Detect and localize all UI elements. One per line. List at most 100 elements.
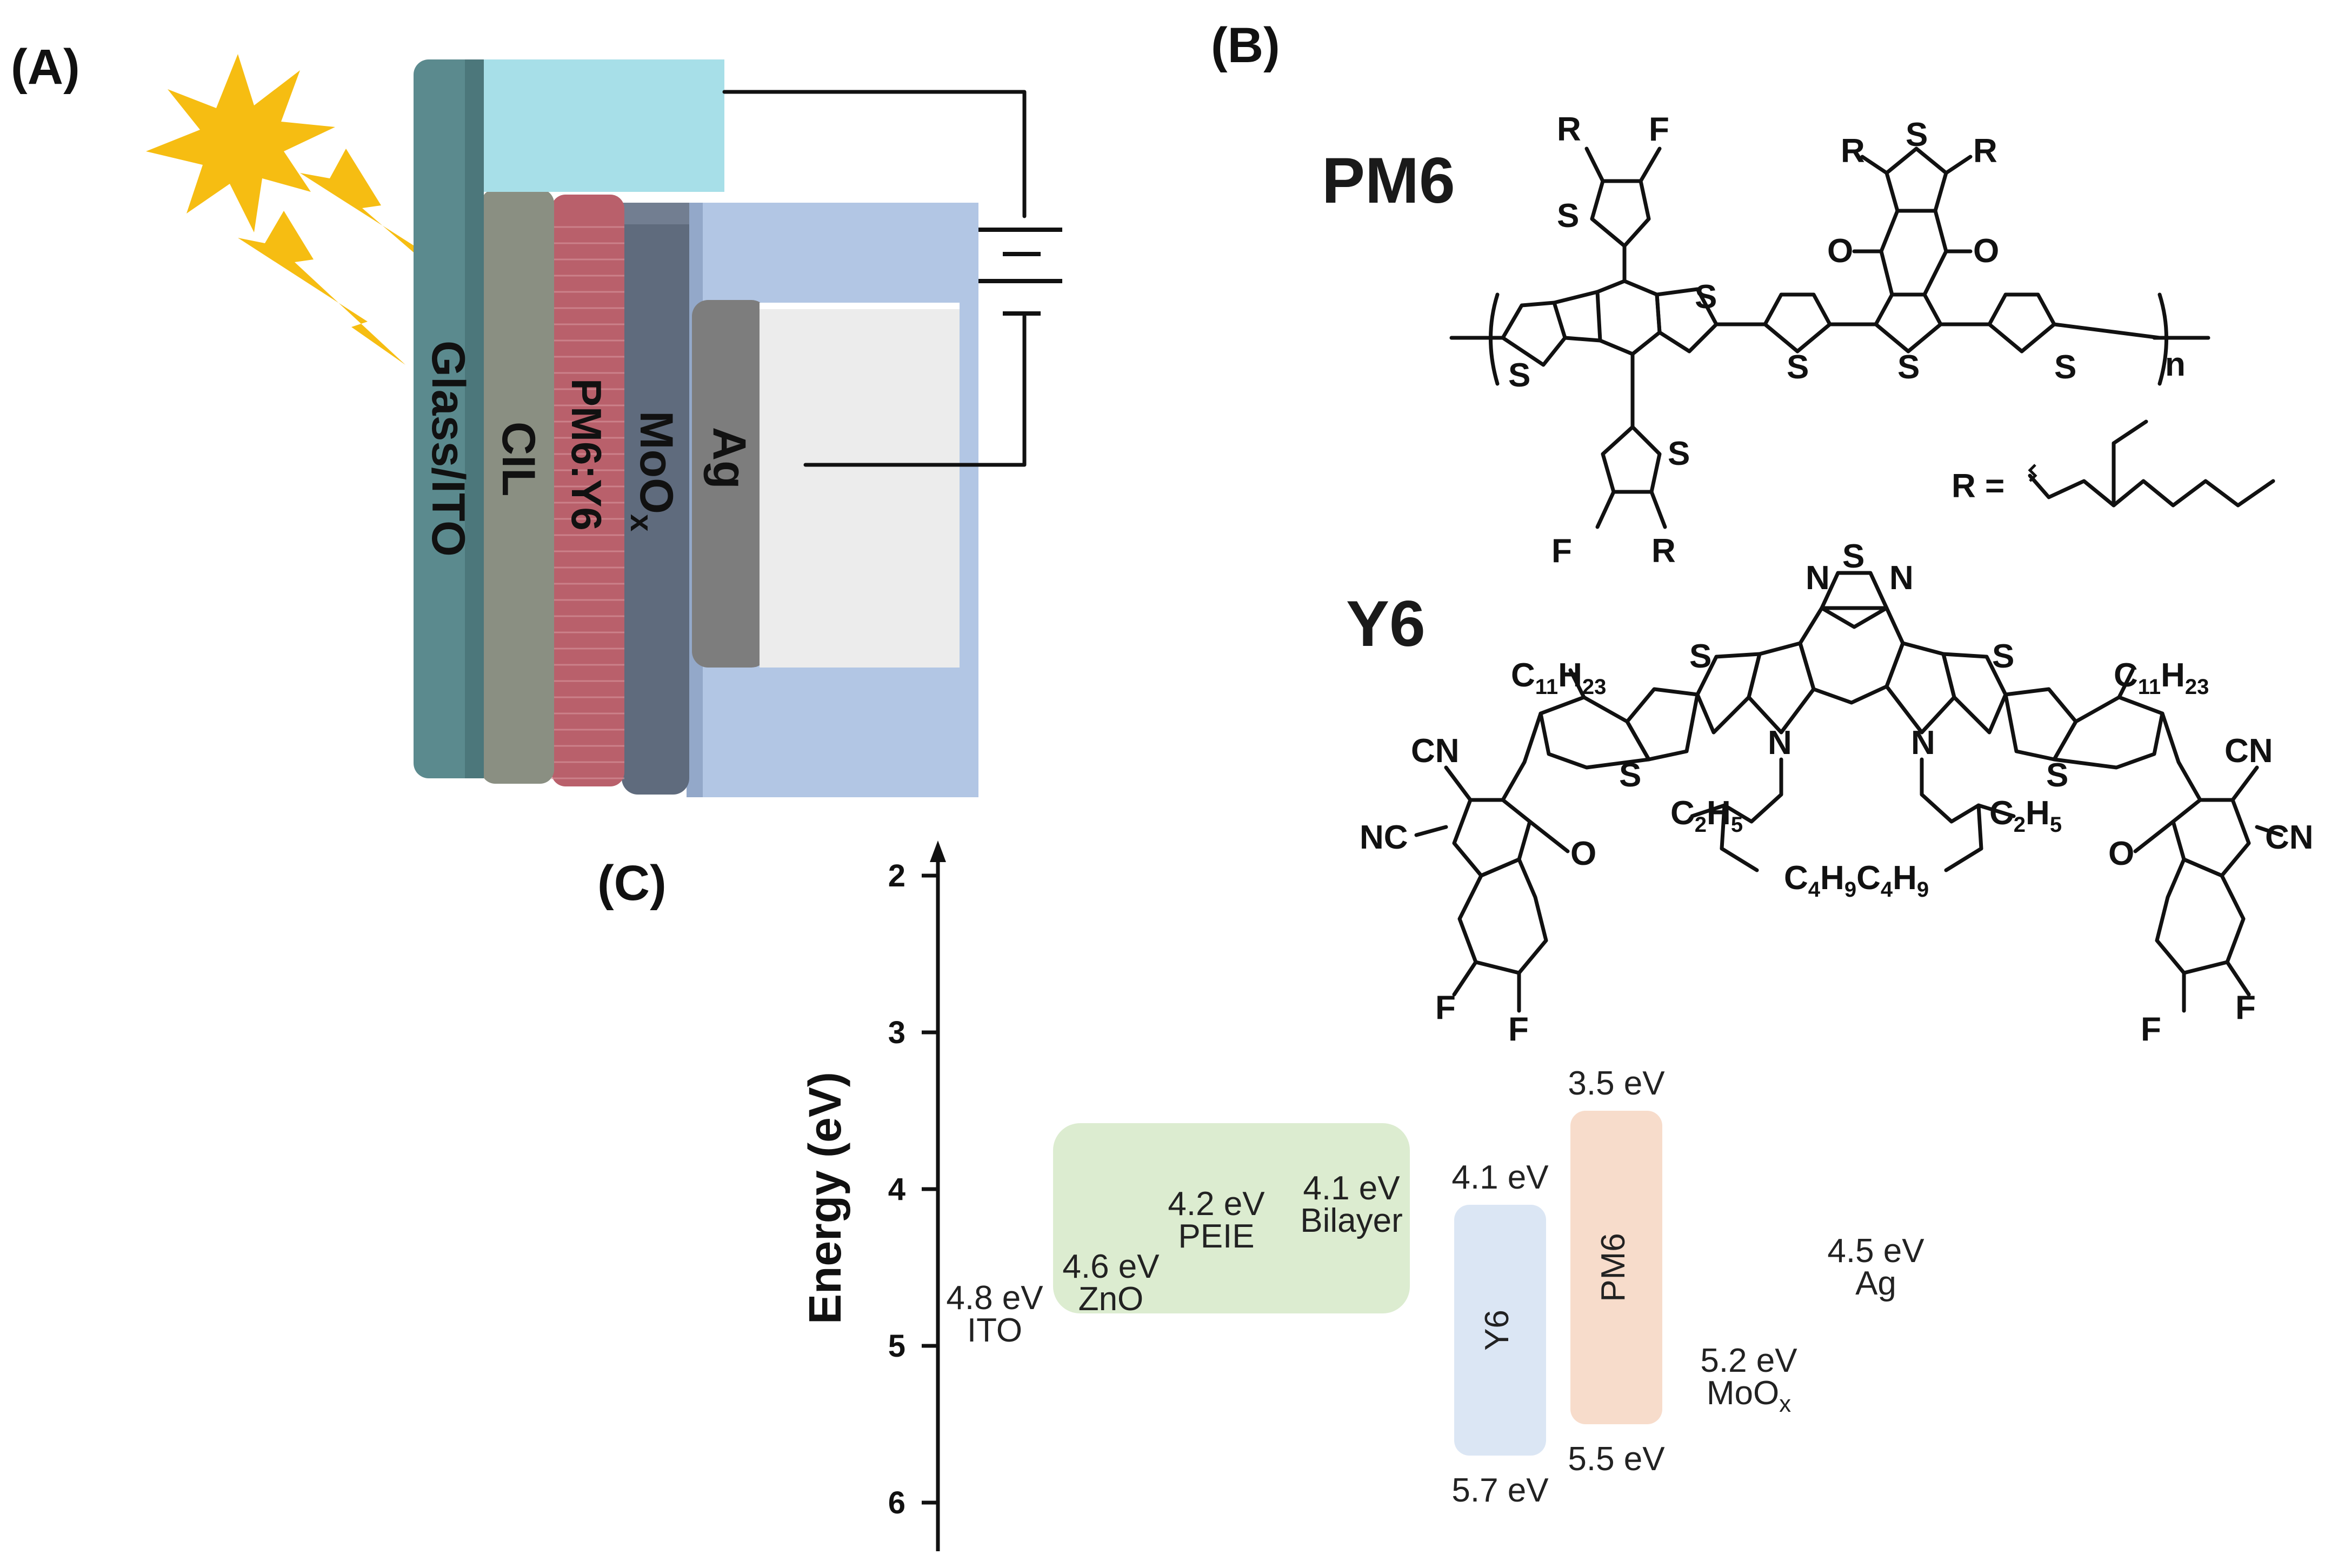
y6-c11-left: C11H23 [1511, 657, 1606, 699]
energy-tick-label: 3 [888, 1015, 905, 1050]
level-value-label: 4.5 eV [1827, 1232, 1924, 1270]
panel-label-b: (B) [1211, 18, 1280, 73]
band-homo-label: 5.5 eV [1568, 1440, 1665, 1478]
svg-text:R: R [1651, 532, 1676, 570]
band-lumo-label: 3.5 eV [1568, 1065, 1665, 1102]
svg-text:S: S [1906, 116, 1928, 154]
svg-text:R: R [1973, 132, 1997, 170]
energy-axis-title: Energy (eV) [800, 1072, 850, 1324]
level-value-label: 4.2 eV [1168, 1185, 1265, 1223]
y6-structure: Y6 S N N N S S N S S C11H23 C11H23 C2H5 [1346, 538, 2314, 1048]
layer-label-active: PM6:Y6 [563, 378, 610, 531]
energy-axis-arrow-icon [930, 840, 946, 862]
level-name-label: Bilayer [1300, 1202, 1403, 1239]
band-name-pm6: PM6 [1595, 1233, 1632, 1302]
circuit-wire [722, 90, 1027, 218]
svg-text:S: S [2046, 757, 2068, 794]
svg-text:S: S [1842, 538, 1864, 575]
lightning-bolt-icon [300, 149, 459, 292]
band-name-y6: Y6 [1478, 1310, 1516, 1351]
pm6-structure: PM6 n S S S R F S F R S [1322, 111, 2275, 570]
svg-text:O: O [1827, 232, 1853, 270]
ag-electrode-face [760, 303, 960, 668]
band-boxes: Y6 4.1 eV 5.7 eV PM6 3.5 eV 5.5 eV [1451, 1065, 1665, 1509]
device-schematic: Glass/ITO CIL PM6:Y6 MoOx Ag [146, 54, 1062, 797]
svg-text:NC: NC [1360, 819, 1408, 856]
energy-level-diagram: Energy (eV) 2 3 4 5 6 Y6 4.1 eV 5.7 eV PM6 3.5 e… [800, 840, 1924, 1551]
svg-text:N: N [1806, 559, 1830, 597]
band-pm6 [1570, 1111, 1662, 1424]
level-name-label: Ag [1855, 1265, 1896, 1302]
svg-text:S: S [1619, 757, 1641, 794]
svg-text:F: F [1508, 1011, 1529, 1048]
svg-text:R: R [1841, 132, 1865, 170]
level-value-label: 5.2 eV [1700, 1342, 1797, 1379]
layer-label-glass-ito: Glass/ITO [422, 341, 474, 557]
glass-ito-top [441, 59, 724, 192]
svg-text:F: F [1551, 532, 1572, 570]
level-name-label: MoOx [1707, 1374, 1791, 1417]
layer-label-cil: CIL [492, 422, 544, 497]
y6-title: Y6 [1346, 588, 1426, 660]
energy-axis-ticks: 2 3 4 5 6 [888, 858, 938, 1520]
energy-tick-label: 4 [888, 1172, 905, 1207]
svg-text:S: S [1508, 357, 1530, 394]
level-value-label: 4.6 eV [1062, 1248, 1160, 1285]
panel-label-c: (C) [597, 856, 667, 911]
battery-icon [978, 228, 1062, 316]
svg-text:N: N [1768, 724, 1792, 762]
svg-text:S: S [1992, 638, 2014, 675]
svg-text:CN: CN [2265, 819, 2314, 856]
svg-text:S: S [1557, 197, 1579, 235]
y6-c4h9-label: C4H9C4H9 [1784, 859, 1929, 902]
level-name-label: ITO [967, 1312, 1022, 1349]
active-layer [551, 195, 624, 786]
svg-text:S: S [2054, 349, 2076, 386]
svg-text:S: S [1695, 278, 1717, 316]
pm6-r-group-label: R = [1952, 468, 2004, 505]
svg-text:F: F [1649, 111, 1669, 148]
svg-text:O: O [1570, 835, 1596, 872]
svg-text:CN: CN [2225, 732, 2273, 770]
svg-text:F: F [2141, 1011, 2161, 1048]
svg-text:S: S [1668, 435, 1690, 472]
cil-level-box [1053, 1123, 1410, 1313]
svg-text:S: S [1689, 638, 1711, 675]
ag-electrode-side [692, 300, 768, 668]
y6-c2h5-right: C2H5 [1989, 795, 2062, 837]
y6-c11-right: C11H23 [2114, 657, 2209, 699]
sun-icon [146, 54, 335, 232]
svg-text:N: N [1889, 559, 1914, 597]
svg-text:F: F [1435, 989, 1456, 1026]
band-homo-label: 5.7 eV [1451, 1472, 1549, 1509]
band-y6 [1454, 1205, 1546, 1456]
svg-text:O: O [1973, 232, 1999, 270]
moox-layer [622, 203, 689, 795]
band-lumo-label: 4.1 eV [1451, 1159, 1549, 1196]
lightning-bolt-icon [238, 211, 405, 365]
level-value-label: 4.8 eV [946, 1279, 1043, 1317]
svg-text:F: F [2235, 989, 2256, 1026]
panel-label-a: (A) [11, 39, 80, 95]
energy-tick-label: 6 [888, 1485, 905, 1520]
level-name-label: ZnO [1078, 1280, 1144, 1318]
level-name-label: PEIE [1178, 1218, 1254, 1255]
pm6-title: PM6 [1322, 144, 1455, 217]
svg-text:S: S [1897, 349, 1920, 386]
svg-text:R: R [1557, 111, 1581, 148]
y6-c2h5-left: C2H5 [1670, 795, 1743, 837]
circuit-wire [803, 314, 1027, 467]
energy-tick-label: 2 [888, 858, 905, 893]
pm6-n: n [2165, 346, 2186, 383]
svg-text:S: S [1787, 349, 1809, 386]
svg-text:O: O [2108, 835, 2134, 872]
level-value-label: 4.1 eV [1303, 1170, 1400, 1207]
svg-text:CN: CN [1411, 732, 1460, 770]
cil-layer [481, 189, 554, 784]
layer-label-moox: MoOx [624, 411, 682, 531]
layer-label-ag: Ag [703, 427, 755, 489]
energy-tick-label: 5 [888, 1329, 905, 1364]
